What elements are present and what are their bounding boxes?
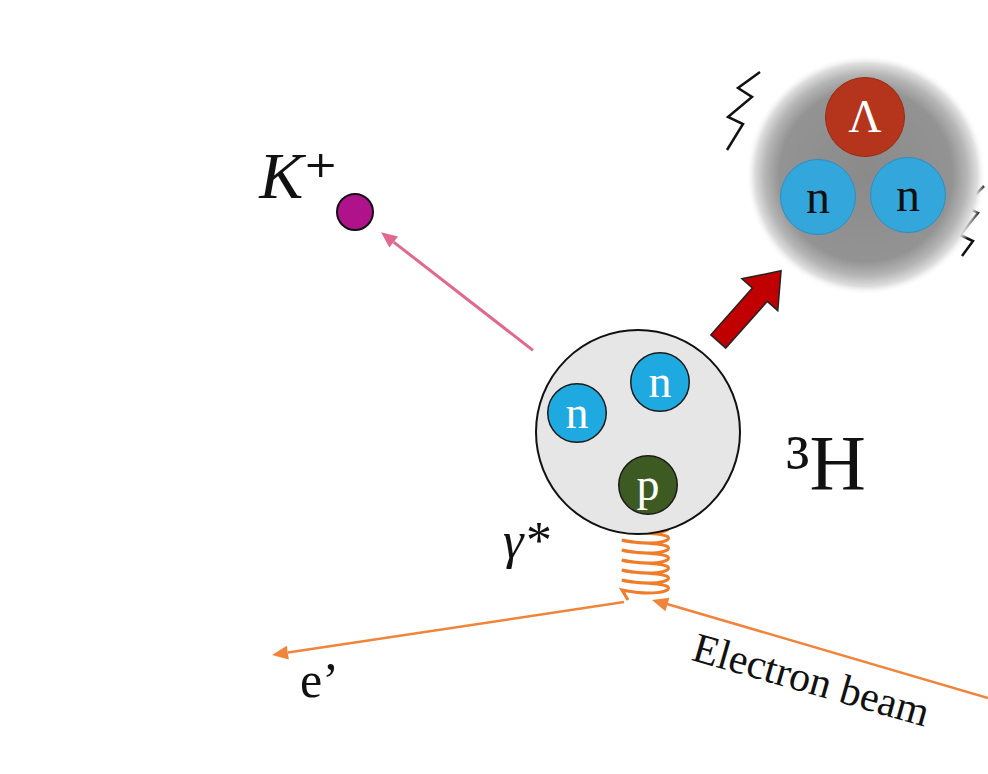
particle-symbol: p xyxy=(637,462,660,508)
beam-label: Electron beam xyxy=(688,626,934,734)
kaon-dot: K⁺ xyxy=(336,193,374,231)
circle-shape xyxy=(746,55,986,295)
circle-shape xyxy=(619,456,678,515)
neutron-circle: n xyxy=(780,159,856,235)
proton-circle: p xyxy=(618,455,678,515)
circle-shape xyxy=(781,160,856,235)
neutron-circle: n xyxy=(547,383,607,443)
circle-shape xyxy=(826,78,905,157)
scattered-electron-arrowhead xyxy=(272,646,289,660)
circle-shape xyxy=(631,353,690,412)
particle-symbol: n xyxy=(566,390,589,436)
hypernucleus: Λn n xyxy=(746,55,986,295)
target-nucleus: ³Hnnp xyxy=(535,329,741,535)
block-arrow xyxy=(711,271,781,348)
electron-beam-arrowhead xyxy=(652,598,669,611)
circle-outline xyxy=(336,193,374,231)
circle-shape xyxy=(536,330,740,534)
circle-shape xyxy=(871,158,946,233)
particle-symbol: n xyxy=(806,173,830,221)
particle-label: K⁺ xyxy=(259,143,338,209)
lambda-circle: Λ xyxy=(825,77,905,157)
particle-symbol: Λ xyxy=(848,94,881,140)
arrowhead xyxy=(381,232,398,247)
neutron-circle: n xyxy=(630,352,690,412)
particle-symbol: n xyxy=(896,171,920,219)
electron-label: e’ xyxy=(300,655,339,705)
block-arrow-shape xyxy=(711,271,781,348)
circle-shape xyxy=(548,384,607,443)
nucleus-label: ³H xyxy=(786,424,866,502)
circle-shape xyxy=(337,194,373,230)
particle-symbol: n xyxy=(649,359,672,405)
connector-line xyxy=(394,242,533,350)
reaction-arrow xyxy=(381,232,533,350)
photon-label: γ* xyxy=(503,515,550,567)
scattered-electron-line xyxy=(288,602,624,653)
neutron-circle: n xyxy=(870,157,946,233)
